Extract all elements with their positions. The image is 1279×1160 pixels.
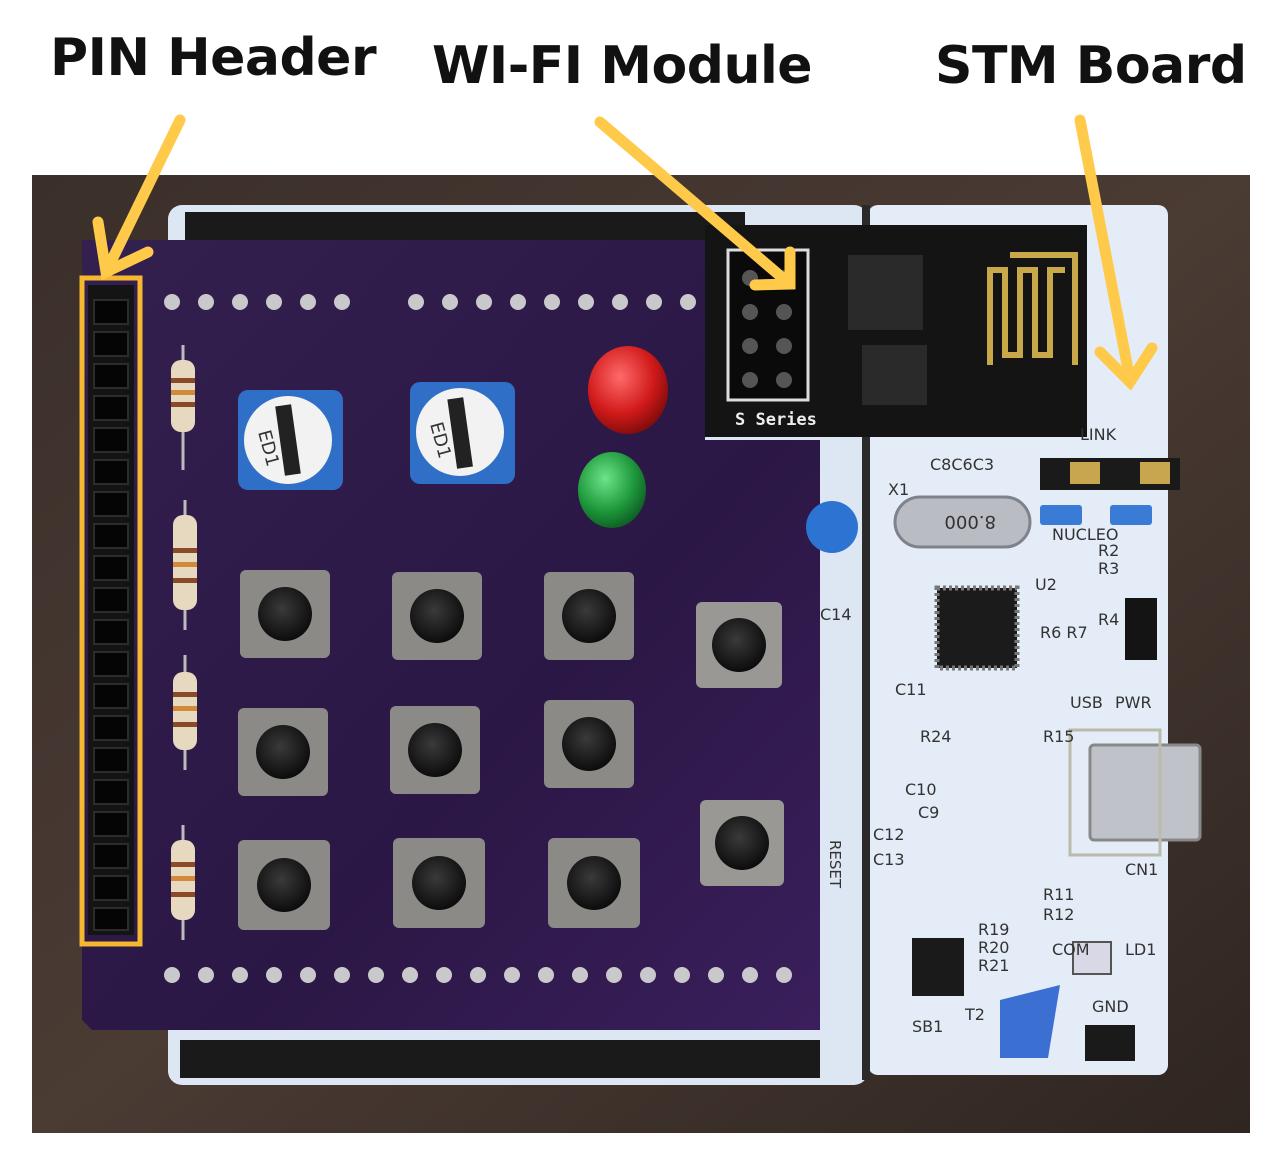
button-1-2 xyxy=(392,572,482,660)
button-2-4 xyxy=(700,800,784,886)
silk-sb1: SB1 xyxy=(912,1017,943,1036)
silk-c9: C9 xyxy=(918,803,939,822)
keypad-buttons xyxy=(238,570,784,930)
silk-x1: X1 xyxy=(888,480,909,499)
silk-r4: R4 xyxy=(1098,610,1119,629)
silk-r6r7: R6 R7 xyxy=(1040,623,1088,642)
potentiometer-1: ED1 xyxy=(238,390,343,490)
button-3-2 xyxy=(393,838,485,928)
button-3-3 xyxy=(548,838,640,928)
silk-r3: R3 xyxy=(1098,559,1119,578)
pin-header-highlight-box xyxy=(79,275,143,947)
silk-r11: R11 xyxy=(1043,885,1074,904)
button-1-3 xyxy=(544,572,634,660)
button-2-3 xyxy=(544,700,634,788)
silk-reset: RESET xyxy=(826,840,844,889)
silk-com: COM xyxy=(1052,940,1090,959)
potentiometer-2: ED1 xyxy=(410,382,515,484)
annotation-arrows xyxy=(92,114,1158,391)
silk-nucleo: NUCLEO xyxy=(1052,525,1118,544)
button-2-2 xyxy=(390,706,480,794)
nucleo-components: 8.000 C8C6C3 LINK NUCLEO R2 R3 X1 U2 R6 … xyxy=(806,425,1202,1061)
silk-t2: T2 xyxy=(964,1005,985,1024)
wifi-module: S Series xyxy=(705,225,1087,437)
silk-r24: R24 xyxy=(920,727,951,746)
silk-usb: USB xyxy=(1070,693,1103,712)
silk-cn1: CN1 xyxy=(1125,860,1158,879)
button-1-4 xyxy=(696,602,782,688)
silk-c12: C12 xyxy=(873,825,905,844)
silk-c10: C10 xyxy=(905,780,937,799)
silk-link: LINK xyxy=(1080,425,1117,444)
wifi-module-arrow xyxy=(594,116,796,291)
button-2-1 xyxy=(238,708,328,796)
button-1-1 xyxy=(240,570,330,658)
red-led xyxy=(588,346,668,434)
pin-header-annotation: PIN Header xyxy=(50,28,377,88)
silk-pwr: PWR xyxy=(1115,693,1152,712)
silk-c13: C13 xyxy=(873,850,905,869)
silk-r12: R12 xyxy=(1043,905,1074,924)
silk-caps: C8C6C3 xyxy=(930,455,994,474)
green-led xyxy=(578,452,646,528)
crystal-label: 8.000 xyxy=(944,511,996,532)
silk-c14: C14 xyxy=(820,605,852,624)
silk-r20: R20 xyxy=(978,938,1009,957)
silk-u2: U2 xyxy=(1035,575,1057,594)
button-3-1 xyxy=(238,840,330,930)
wifi-module-annotation: WI-FI Module xyxy=(432,36,813,96)
silk-r19: R19 xyxy=(978,920,1009,939)
silk-r15: R15 xyxy=(1043,727,1074,746)
silk-c11: C11 xyxy=(895,680,927,699)
silk-r21: R21 xyxy=(978,956,1009,975)
stm-board-arrow xyxy=(1074,114,1158,391)
stm-board-annotation: STM Board xyxy=(935,36,1247,96)
silk-gnd: GND xyxy=(1092,997,1129,1016)
silk-ld1: LD1 xyxy=(1125,940,1156,959)
esp-series-label: S Series xyxy=(735,410,817,430)
silk-r2: R2 xyxy=(1098,541,1119,560)
pin-header-arrow xyxy=(92,114,186,281)
pin-header xyxy=(88,285,134,935)
resistors xyxy=(171,345,197,940)
